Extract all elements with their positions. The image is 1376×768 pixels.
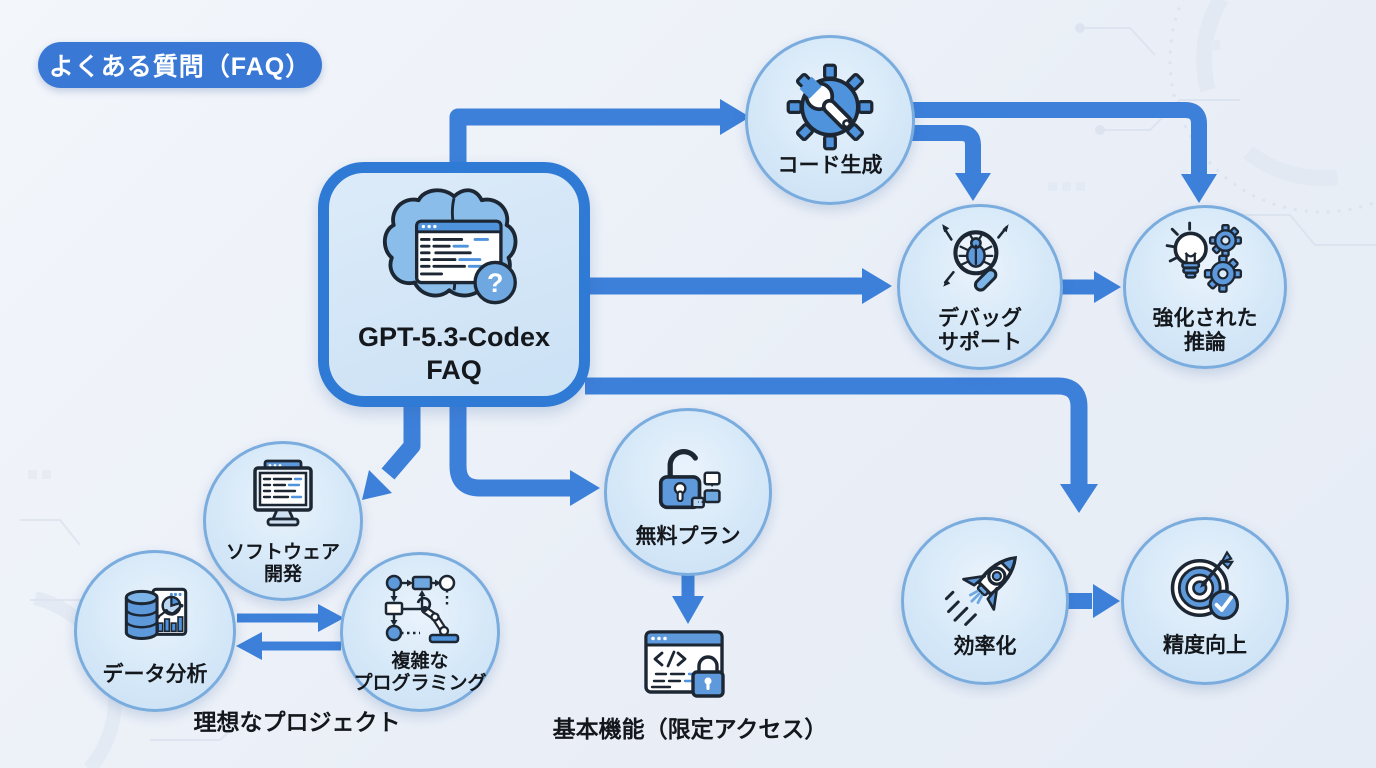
caption-ideal-project: 理想なプロジェクト xyxy=(193,709,401,735)
node-debug-support: デバッグ サポート xyxy=(897,204,1063,370)
arrow-center-to-efficiency xyxy=(585,377,1088,485)
node-label: ソフトウェア 開発 xyxy=(225,542,340,585)
node-accuracy-improvement: 精度向上 xyxy=(1121,517,1289,685)
gear-wrench-icon xyxy=(786,63,874,151)
node-label: 強化された 推論 xyxy=(1152,306,1258,354)
flowchart-robot-icon xyxy=(384,574,460,644)
arrow-code-generation-to-debug xyxy=(908,125,981,176)
node-software-development: ソフトウェア 開発 xyxy=(203,441,363,601)
database-chart-icon xyxy=(124,587,188,640)
page-title: よくある質問（FAQ） xyxy=(48,53,312,81)
target-check-icon xyxy=(1170,550,1240,620)
arrow-center-to-free-plan xyxy=(449,400,570,497)
question-mark-glyph: ? xyxy=(487,268,503,298)
node-label: デバッグ サポート xyxy=(938,306,1022,354)
arrow-center-to-code-generation xyxy=(449,108,728,166)
node-code-generation: コード生成 xyxy=(745,35,915,205)
arrow-center-to-software xyxy=(381,400,421,480)
arrow-code-generation-to-reasoning xyxy=(908,102,1207,176)
node-free-plan: 無料プラン xyxy=(604,408,772,576)
node-label: 精度向上 xyxy=(1163,633,1247,657)
node-complex-programming: 複雑な プログラミング xyxy=(340,552,500,712)
rocket-icon xyxy=(944,555,1018,626)
browser-lock-icon xyxy=(644,630,725,698)
node-data-analysis: データ分析 xyxy=(74,550,236,712)
node-label: 無料プラン xyxy=(635,524,741,548)
unlocked-padlock-icon xyxy=(658,448,721,510)
caption-basic-features: 基本機能（限定アクセス） xyxy=(552,716,828,742)
center-node-title: GPT-5.3-Codex FAQ xyxy=(357,322,551,385)
node-label: 複雑な プログラミング xyxy=(353,651,487,694)
node-label: データ分析 xyxy=(102,662,208,686)
node-enhanced-reasoning: 強化された 推論 xyxy=(1123,205,1287,369)
lightbulb-gears-icon xyxy=(1165,221,1243,293)
bug-magnifier-icon xyxy=(942,223,1009,292)
monitor-code-icon xyxy=(253,459,313,527)
page-title-badge: よくある質問（FAQ） xyxy=(38,42,322,88)
node-efficiency: 効率化 xyxy=(901,517,1069,685)
brain-code-icon: ? xyxy=(382,188,518,305)
node-label: コード生成 xyxy=(777,153,883,177)
node-center-faq: ? GPT-5.3-Codex FAQ xyxy=(318,162,590,407)
node-label: 効率化 xyxy=(953,634,1017,658)
